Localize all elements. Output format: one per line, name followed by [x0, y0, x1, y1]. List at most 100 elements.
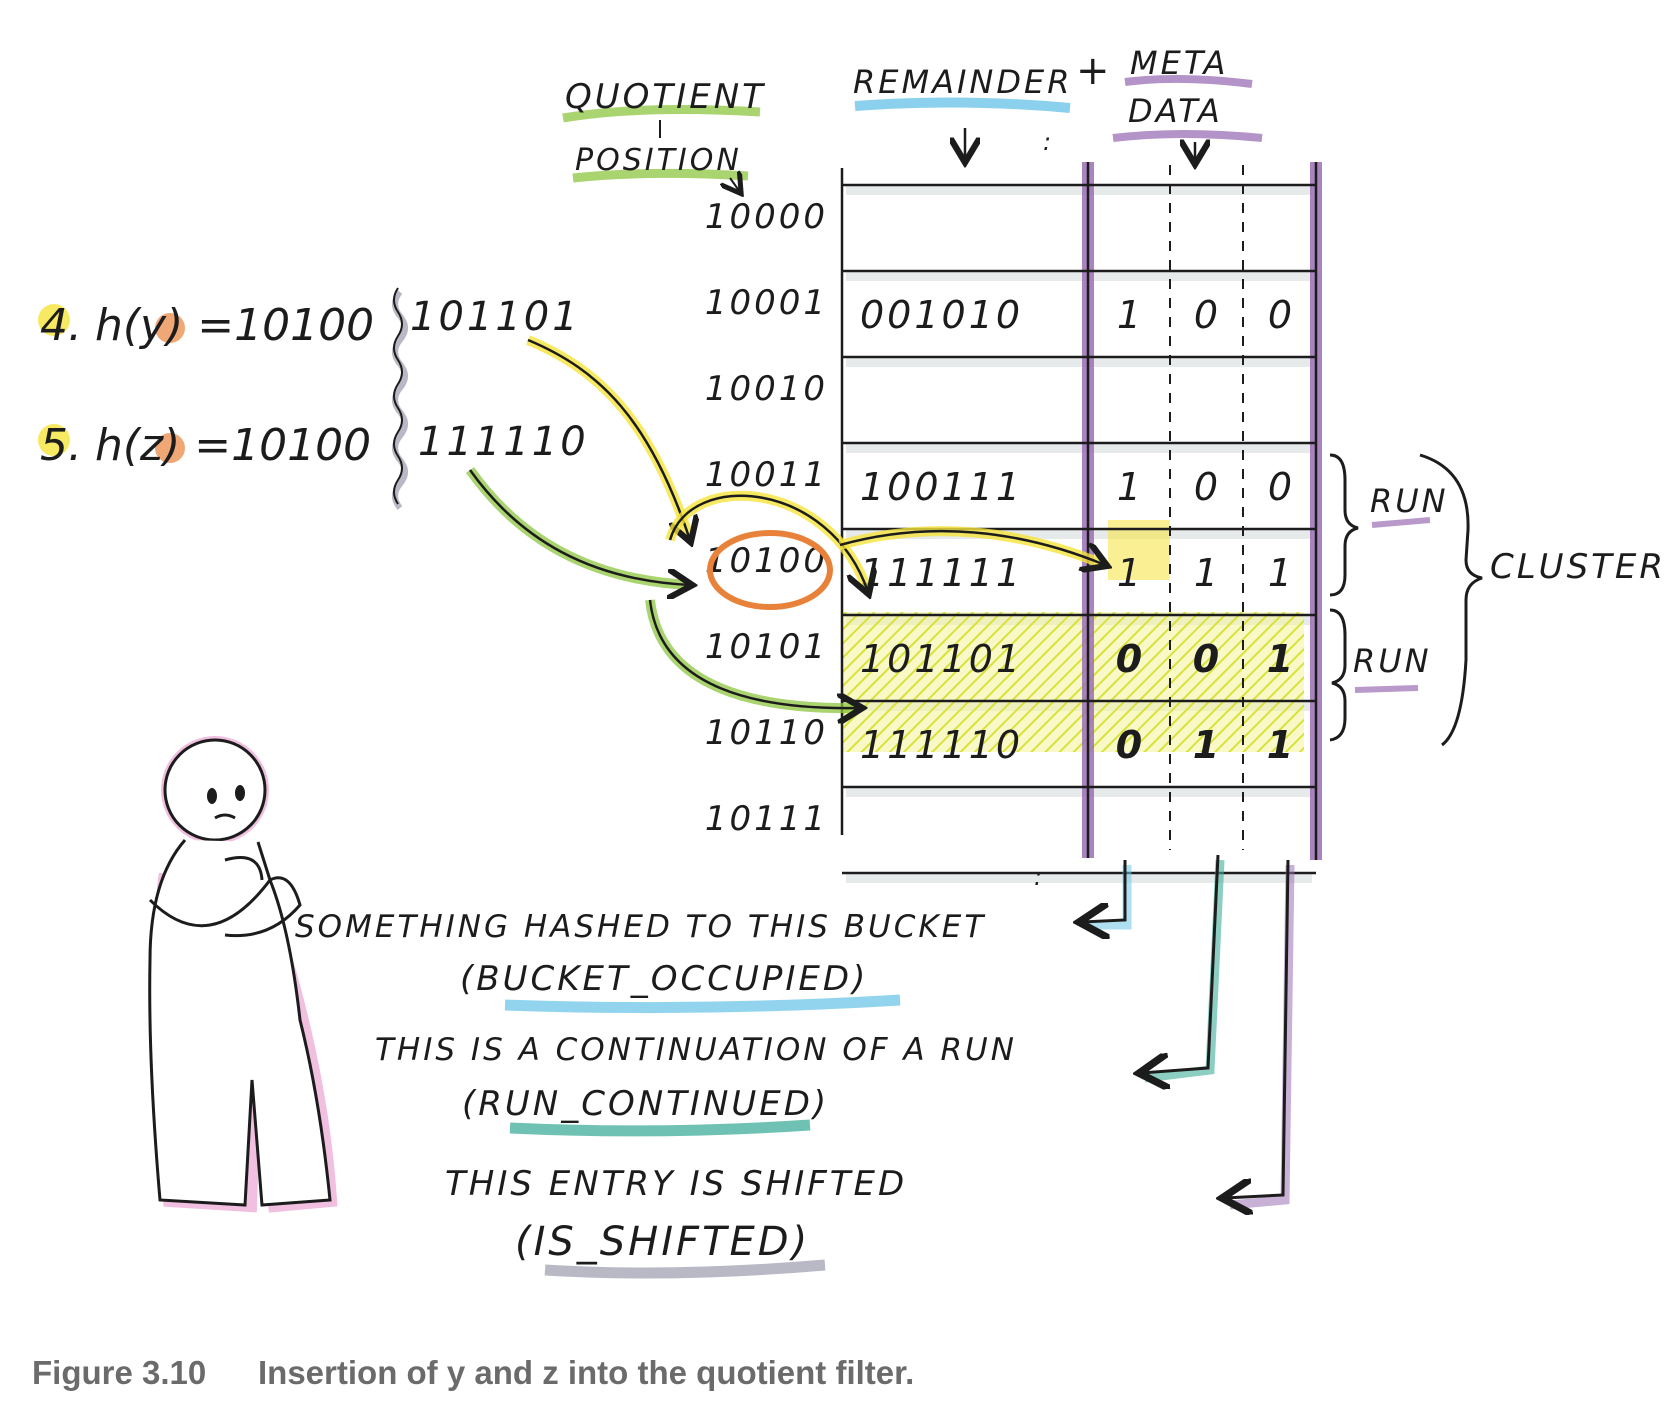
z-arrow	[468, 469, 690, 585]
step-4-highlight	[38, 304, 70, 336]
row-shade	[846, 529, 1312, 539]
step-5-label: 5.	[40, 420, 82, 471]
row-shade	[846, 873, 1312, 883]
remainder-cell: 001010	[860, 293, 1023, 337]
run-1-brace	[1329, 453, 1359, 597]
run-continued-code: (RUN_CONTINUED)	[462, 1084, 829, 1124]
run-continued-bit: 1	[1193, 723, 1219, 767]
data-highlight	[1112, 130, 1263, 142]
is-shifted-bit: 1	[1268, 551, 1292, 595]
plus-sign: +	[1076, 48, 1110, 94]
meta-label: META	[1130, 44, 1228, 82]
figure-mouth	[214, 813, 236, 820]
z-highlight	[155, 433, 185, 463]
remainder-cell: 100111	[860, 465, 1023, 509]
y-highlight	[155, 313, 185, 343]
figure-body	[148, 839, 332, 1207]
row-shade	[846, 357, 1312, 367]
is-shifted-underline	[544, 1259, 826, 1279]
run-continued-underline	[509, 1119, 811, 1137]
bucket-occupied-bit: 1	[1117, 551, 1141, 595]
run-continued-bit: 0	[1194, 465, 1218, 509]
bottom-ellipsis: :	[1034, 863, 1042, 891]
quotient-label: QUOTIENT	[565, 77, 766, 117]
figure-eye-right	[235, 785, 245, 801]
is-shifted-pointer-shade	[1229, 864, 1295, 1210]
is-shifted-bit: 1	[1267, 723, 1293, 767]
hash-z-function: h(z) =10100	[95, 420, 371, 471]
quotient-row-label: 10111	[705, 799, 828, 839]
quotient-row-label: 10101	[705, 627, 828, 667]
position-label: POSITION	[575, 143, 742, 178]
run-continued-bit: 1	[1194, 551, 1218, 595]
insertion-arrows	[465, 335, 1105, 708]
run-1-underline	[1371, 517, 1431, 528]
bucket-occupied-bit: 0	[1116, 637, 1142, 681]
figure-number: Figure 3.10	[32, 1354, 206, 1391]
run-continued-bit: 0	[1193, 637, 1219, 681]
row-shade	[846, 443, 1312, 453]
bucket-occupied-code: (BUCKET_OCCUPIED)	[460, 959, 868, 999]
is-shifted-description: THIS ENTRY IS SHIFTED	[445, 1164, 907, 1204]
hash-z-remainder: 111110	[418, 419, 589, 465]
run-2-underline	[1354, 685, 1419, 693]
run-continued-bit: 0	[1194, 293, 1218, 337]
position-arrow	[730, 178, 740, 192]
is-shifted-code: (IS_SHIFTED)	[515, 1219, 810, 1265]
bucket-occupied-bit: 0	[1116, 723, 1142, 767]
quotient-row-label: 10011	[705, 455, 828, 495]
quotient-row-label: 10000	[705, 197, 828, 237]
inserted-rows-highlight	[842, 612, 1304, 752]
hash-y-function: h(y) =10100	[95, 300, 374, 351]
run-2-brace	[1329, 608, 1347, 742]
remainder-cell: 111110	[860, 723, 1023, 767]
is-shifted-bit: 0	[1268, 465, 1292, 509]
target-bucket-circle	[707, 530, 833, 610]
run-2-label: RUN	[1353, 642, 1432, 680]
is-shifted-bit: 0	[1268, 293, 1292, 337]
shift-z-arrow	[648, 599, 860, 708]
thinking-figure	[148, 736, 338, 1213]
is-shifted-bit: 1	[1267, 637, 1293, 681]
remainder-label: REMAINDER	[853, 63, 1072, 101]
cluster-brace	[1419, 453, 1483, 747]
quotient-highlight	[562, 105, 761, 123]
figure-hand	[224, 856, 264, 881]
bucket-occupied-bit: 1	[1117, 293, 1141, 337]
bucket-occupied-pointer	[1082, 860, 1127, 922]
run-continued-description: THIS IS A CONTINUATION OF A RUN	[375, 1032, 1017, 1068]
row-shade	[846, 787, 1312, 797]
step-4-label: 4.	[40, 300, 82, 351]
hash-equations: 4. h(y) =10100 101101 5. h(z) =10100 111…	[38, 287, 589, 510]
figure-caption-text: Insertion of y and z into the quotient f…	[258, 1354, 914, 1391]
occupied-arrow	[839, 529, 1105, 565]
meta-highlight	[1124, 74, 1253, 88]
remainder-cell: 111111	[860, 551, 1023, 595]
run-cluster-braces: RUN RUN CLUSTER	[1329, 453, 1663, 747]
figure-caption: Figure 3.10 Insertion of y and z into th…	[32, 1354, 914, 1391]
y-arrow	[527, 338, 690, 540]
figure-arms	[148, 876, 302, 938]
row-shade	[846, 271, 1312, 281]
is-shifted-pointer	[1225, 859, 1290, 1198]
wavy-separator	[393, 287, 403, 505]
quotient-row-label: 10010	[705, 369, 828, 409]
bucket-occupied-description: SOMETHING HASHED TO THIS BUCKET	[295, 909, 986, 945]
data-label: DATA	[1128, 92, 1223, 130]
run-1-label: RUN	[1370, 482, 1449, 520]
quotient-row-label: 10110	[705, 713, 828, 753]
hash-y-remainder: 101101	[410, 294, 581, 340]
z-arrow-shade	[465, 467, 691, 590]
step-5-highlight	[38, 424, 70, 456]
figure-eye-left	[207, 788, 217, 804]
bucket-occupied-bit: 1	[1117, 465, 1141, 509]
bucket-occupied-underline	[504, 994, 901, 1014]
column-headers: QUOTIENT POSITION REMAINDER + META DATA …	[562, 44, 1263, 192]
remainder-cell: 101101	[860, 637, 1023, 681]
quotient-row-label: 10001	[705, 283, 828, 323]
remainder-highlight	[854, 97, 1071, 113]
row-shade	[846, 185, 1312, 195]
